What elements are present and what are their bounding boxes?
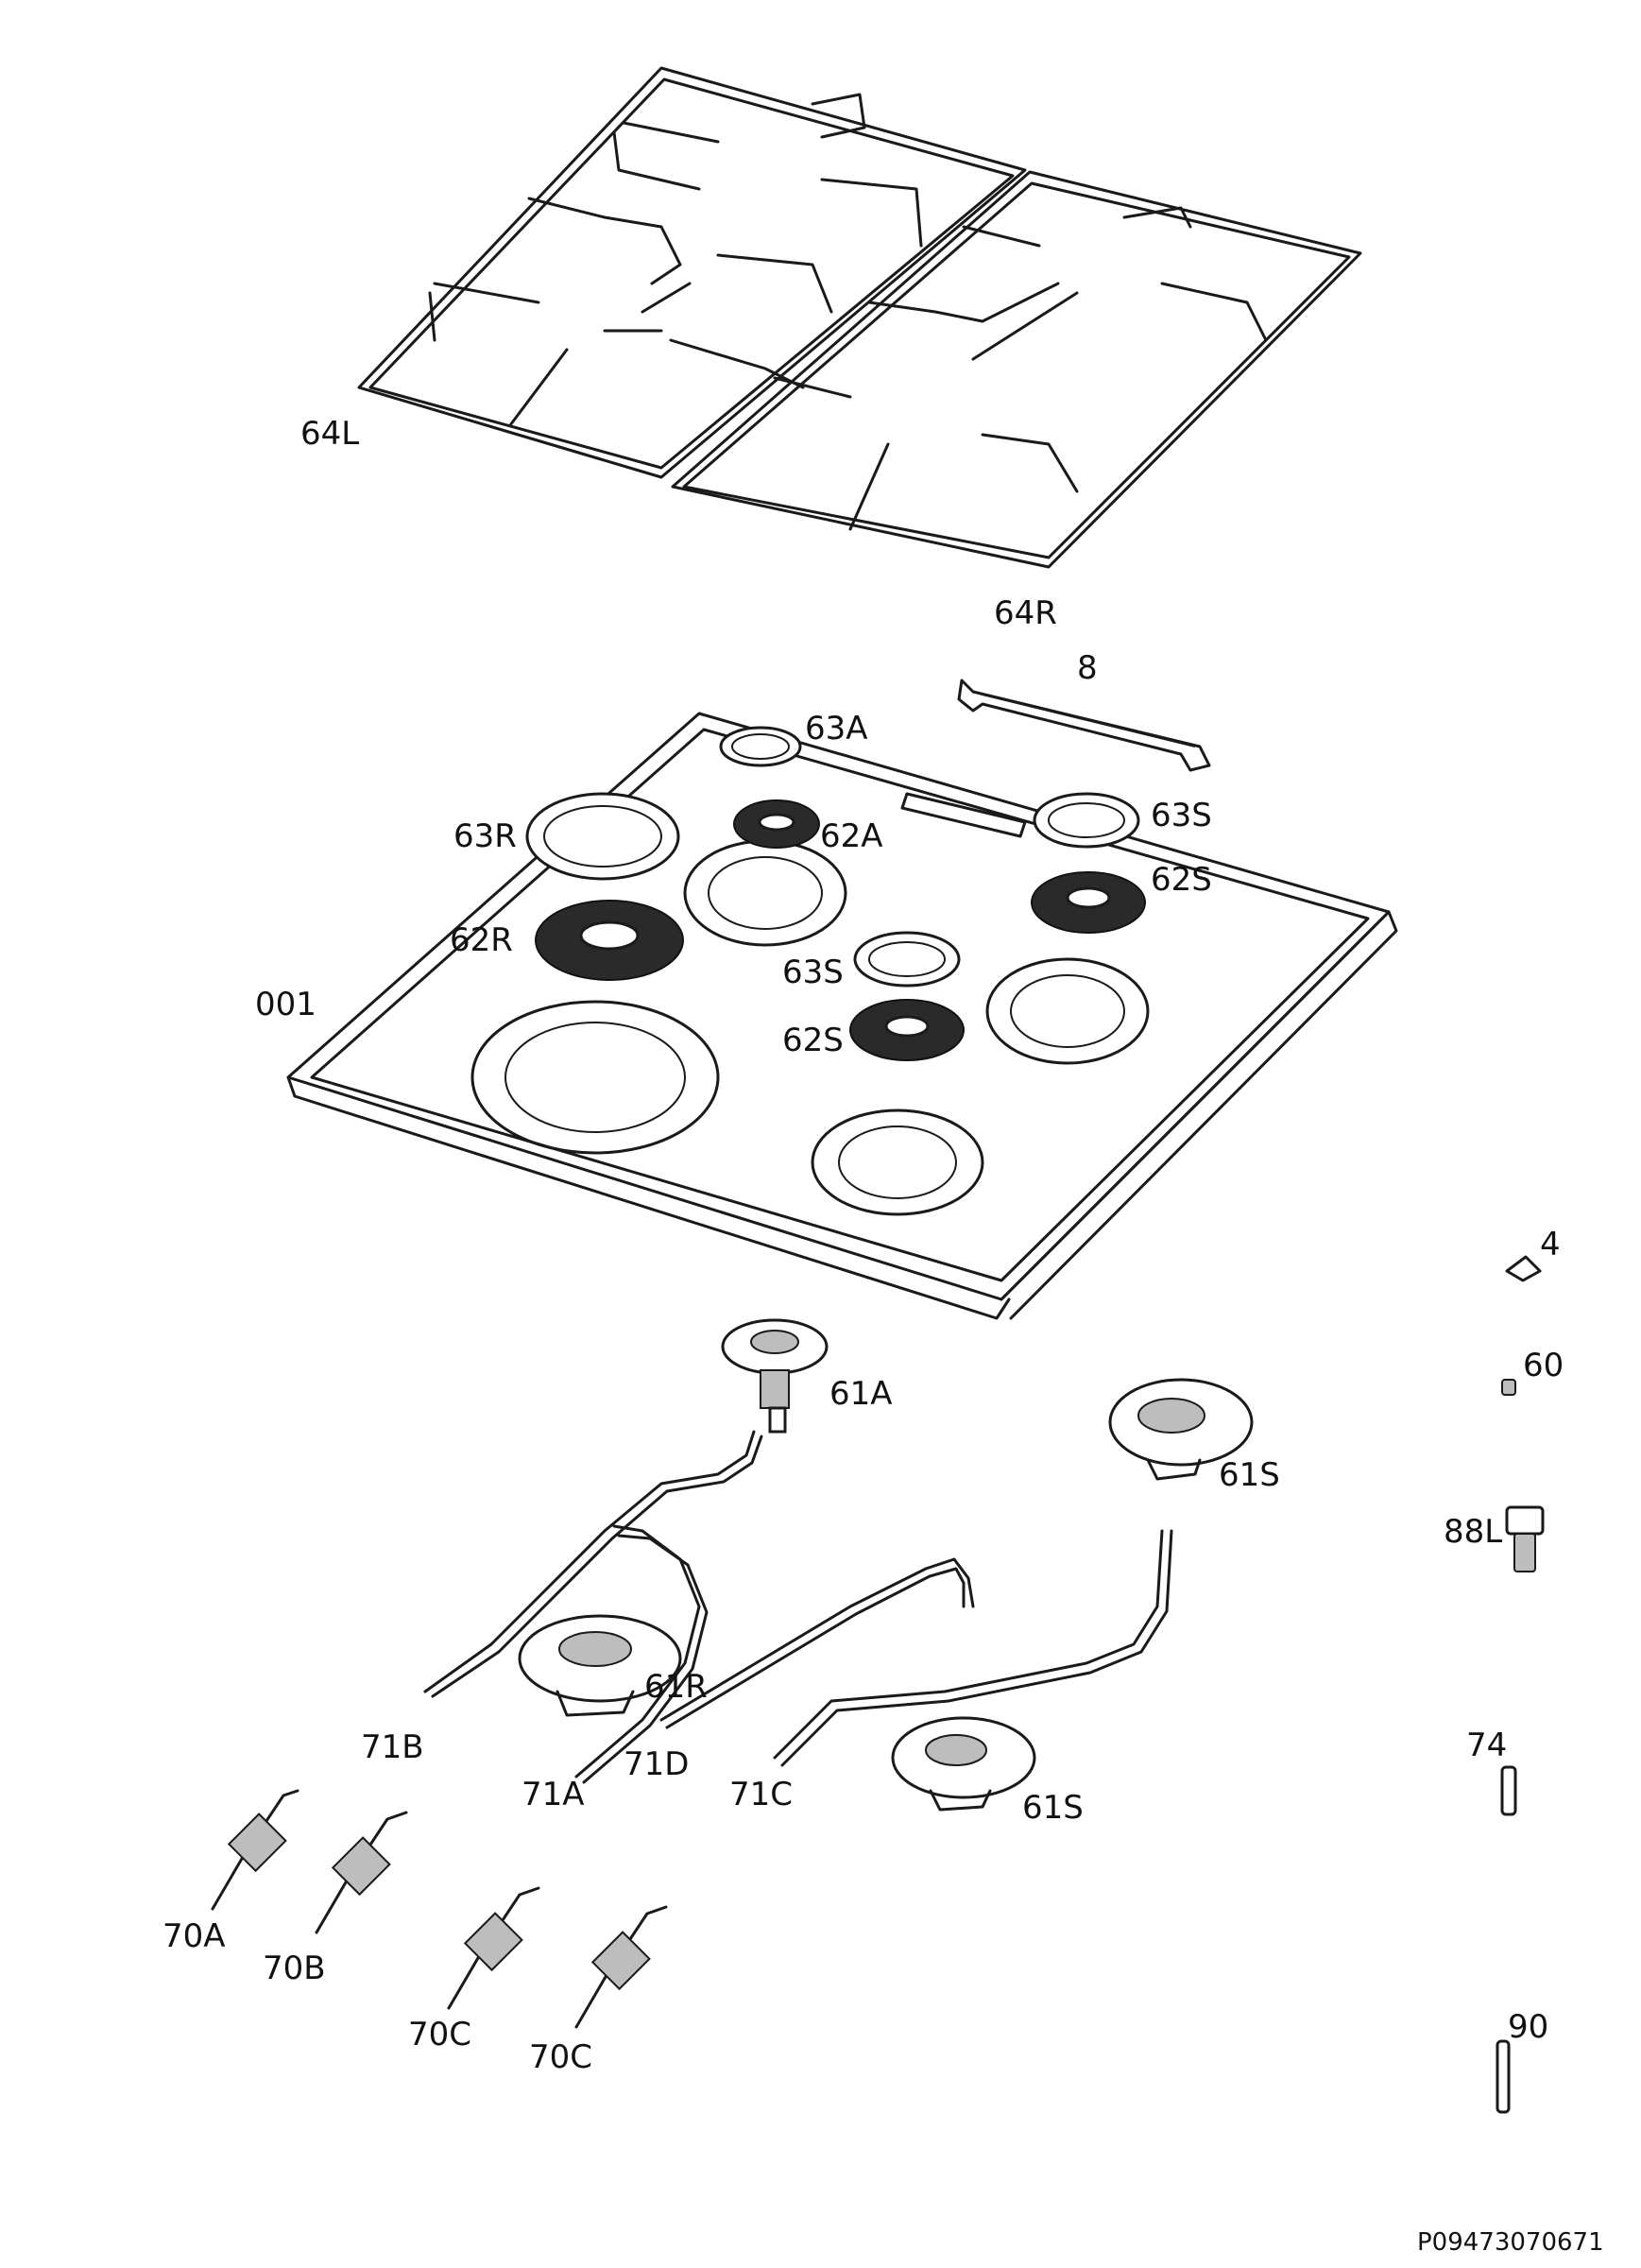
burner-body-61A xyxy=(721,1318,829,1434)
burner-body-61S-bottom xyxy=(891,1716,1036,1812)
label-63S-mid: 63S xyxy=(782,954,844,991)
label-62R: 62R xyxy=(450,921,513,959)
label-64L: 64L xyxy=(300,415,360,453)
burner-body-61S-top xyxy=(1108,1378,1254,1481)
label-70A: 70A xyxy=(162,1917,226,1955)
label-61R: 61R xyxy=(644,1668,708,1706)
gas-valve-70C-1 xyxy=(447,1886,540,2010)
label-61A: 61A xyxy=(829,1375,893,1413)
label-71D: 71D xyxy=(624,1745,690,1783)
label-90: 90 xyxy=(1508,2008,1549,2046)
label-63R: 63R xyxy=(453,817,517,855)
label-60: 60 xyxy=(1523,1347,1564,1384)
gas-valve-70A xyxy=(211,1789,299,1911)
burner-body-61R xyxy=(518,1614,682,1717)
label-001: 001 xyxy=(255,986,316,1023)
label-71A: 71A xyxy=(521,1776,585,1813)
label-62A: 62A xyxy=(820,817,883,855)
label-70B: 70B xyxy=(263,1950,326,1987)
label-70C-2: 70C xyxy=(529,2038,593,2076)
pan-support-right xyxy=(671,170,1362,569)
drawing-code: P09473070671 xyxy=(1417,2228,1604,2257)
hob-top xyxy=(286,712,1398,1320)
nozzle-88L xyxy=(1505,1505,1545,1572)
label-61S-bottom: 61S xyxy=(1022,1789,1084,1827)
small-part-60 xyxy=(1501,1379,1516,1396)
handle-bar xyxy=(957,679,1211,772)
label-62S-mid: 62S xyxy=(782,1022,844,1059)
label-61S-top: 61S xyxy=(1219,1456,1280,1494)
label-88L: 88L xyxy=(1444,1513,1503,1551)
label-63S-top: 63S xyxy=(1151,797,1212,834)
gas-valve-70B xyxy=(315,1811,408,1934)
label-4: 4 xyxy=(1540,1226,1561,1263)
label-71C: 71C xyxy=(729,1776,794,1813)
thermocouple-90 xyxy=(1496,2039,1511,2114)
label-8: 8 xyxy=(1077,649,1098,687)
label-63A: 63A xyxy=(805,710,868,747)
gas-pipes xyxy=(423,1430,1173,1784)
spring-clip xyxy=(1505,1255,1542,1282)
gas-valve-70C-2 xyxy=(574,1905,668,2029)
part-74 xyxy=(1500,1765,1517,1816)
label-64R: 64R xyxy=(994,594,1057,632)
label-62S-top: 62S xyxy=(1151,861,1212,899)
pan-support-left xyxy=(357,66,1027,479)
label-70C-1: 70C xyxy=(408,2016,472,2053)
label-74: 74 xyxy=(1466,1727,1508,1764)
label-71B: 71B xyxy=(361,1728,424,1766)
